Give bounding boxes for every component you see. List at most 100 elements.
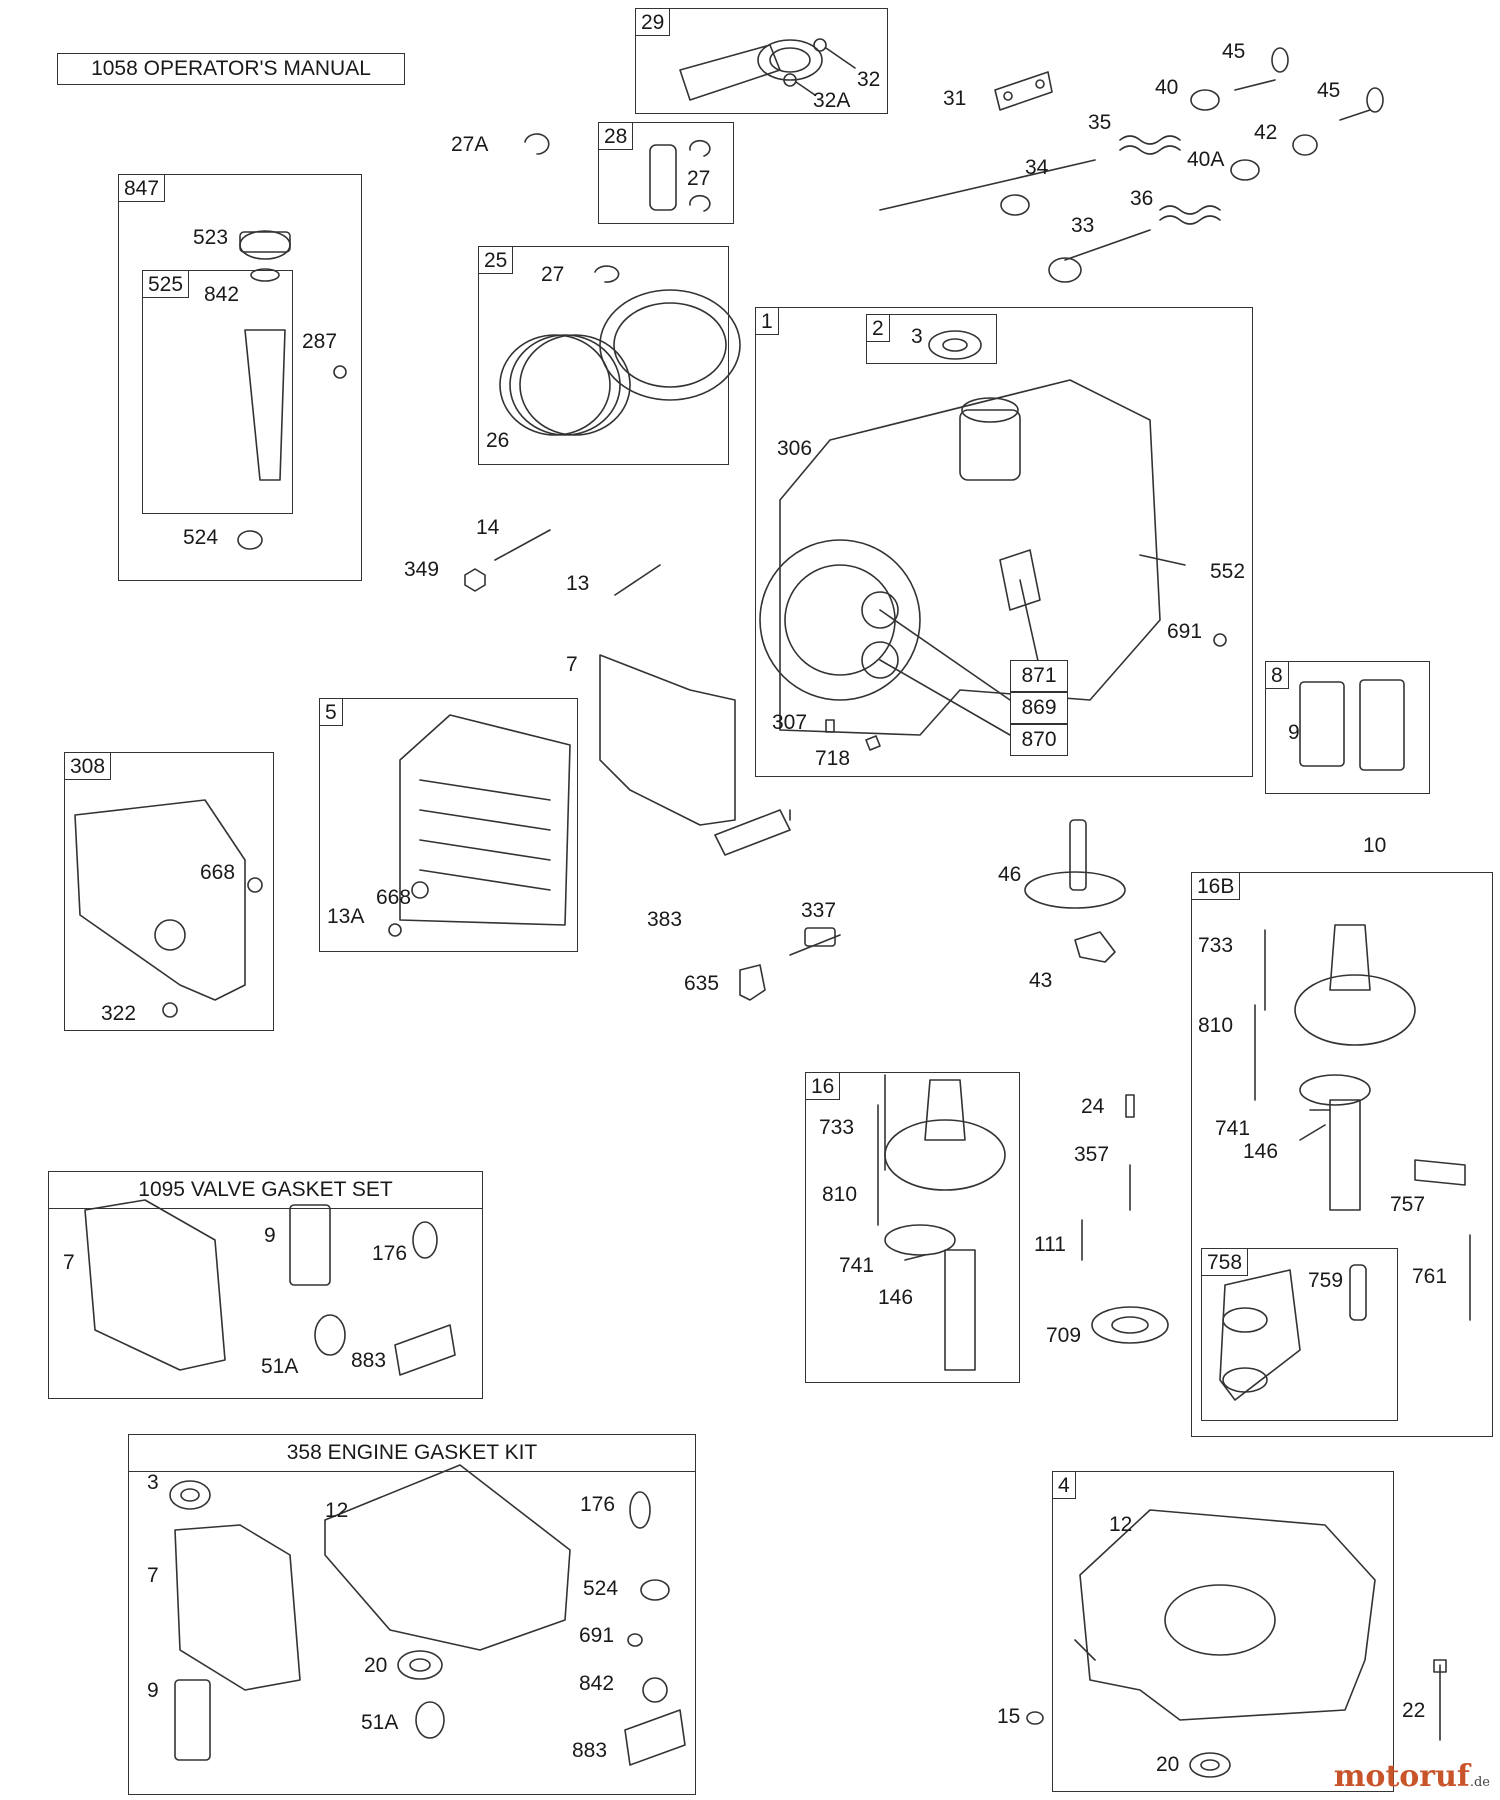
- group-4-tag: 4: [1052, 1471, 1076, 1499]
- part-label-757: 757: [1390, 1193, 1426, 1216]
- crankcase-drawing: [759, 330, 1227, 751]
- group-758: 758: [1201, 1248, 1398, 1421]
- part-label-668: 668: [376, 886, 412, 909]
- oil-pump-drawing: [1219, 1269, 1301, 1401]
- sump-label-12: 12: [1109, 1513, 1133, 1536]
- part-label-810: 810: [1198, 1014, 1234, 1037]
- part-label-383: 383: [647, 908, 683, 931]
- part-label-40A: 40A: [1187, 148, 1225, 171]
- part-label-46: 46: [998, 863, 1022, 886]
- group-25: 25: [478, 246, 729, 465]
- camshaft-drawing: [1024, 819, 1126, 963]
- part-label-307: 307: [772, 711, 808, 734]
- group-25-tag: 25: [478, 246, 514, 274]
- part-label-45: 45: [1222, 40, 1246, 63]
- engine-gasket-kit-title: 358 ENGINE GASKET KIT: [129, 1435, 695, 1472]
- part-label-523: 523: [193, 226, 229, 249]
- vgs-label-9: 9: [264, 1224, 276, 1247]
- key-24-drawing: [1125, 1094, 1135, 1118]
- watermark-suffix: .de: [1469, 1775, 1490, 1790]
- piston-rings-drawing: [499, 265, 741, 436]
- piston-pin-drawing: [649, 144, 677, 211]
- kit-label-20: 20: [364, 1654, 388, 1677]
- part-label-24: 24: [1081, 1095, 1105, 1118]
- group-16: 16: [805, 1072, 1020, 1383]
- part-label-635: 635: [684, 972, 720, 995]
- group-8: 8: [1265, 661, 1430, 794]
- kit-label-176: 176: [580, 1493, 616, 1516]
- callout-870: 870: [1010, 724, 1068, 756]
- ignition-coil-drawing: [714, 809, 791, 856]
- watermark-name: motoruf: [1333, 1759, 1470, 1794]
- kit-label-9: 9: [147, 1679, 159, 1702]
- stud-14-drawing: [494, 529, 551, 561]
- valve-gasket-set-box: 1095 VALVE GASKET SET: [48, 1171, 483, 1399]
- kit-label-7: 7: [147, 1564, 159, 1587]
- kit-label-12: 12: [325, 1499, 349, 1522]
- sump-label-22: 22: [1402, 1699, 1426, 1722]
- shield-plate-drawing: [74, 799, 263, 1018]
- part-label-709: 709: [1046, 1324, 1082, 1347]
- operators-manual-label: 1058 OPERATOR'S MANUAL: [57, 53, 405, 85]
- group-16B-tag: 16B: [1191, 872, 1241, 900]
- cylinder-head-drawing: [388, 714, 571, 937]
- part-label-759: 759: [1308, 1269, 1344, 1292]
- part-label-524: 524: [183, 526, 219, 549]
- crankshaft-16B-drawing: [1254, 924, 1471, 1321]
- rocker-plate-drawing: [994, 71, 1053, 111]
- group-847-tag: 847: [118, 174, 166, 202]
- part-label-741: 741: [839, 1254, 875, 1277]
- callout-869: 869: [1010, 692, 1068, 724]
- part-label-14: 14: [476, 516, 500, 539]
- part-label-146: 146: [878, 1286, 914, 1309]
- group-5: 5: [319, 698, 578, 952]
- spark-plug-drawing: [789, 934, 841, 956]
- group-2: 2: [866, 314, 997, 364]
- part-label-357: 357: [1074, 1143, 1110, 1166]
- part-label-668: 668: [200, 861, 236, 884]
- seal-709-drawing: [1091, 1306, 1169, 1344]
- part-label-27A: 27A: [451, 133, 489, 156]
- kit-label-3: 3: [147, 1471, 159, 1494]
- group-2-tag: 2: [866, 314, 890, 342]
- connecting-rod-drawing: [679, 38, 856, 101]
- part-label-718: 718: [815, 747, 851, 770]
- part-label-337: 337: [801, 899, 837, 922]
- sump-label-20: 20: [1156, 1753, 1180, 1776]
- part-label-34: 34: [1025, 156, 1049, 179]
- clip-27A-drawing: [524, 133, 550, 155]
- group-29-tag: 29: [635, 8, 671, 36]
- part-label-7: 7: [566, 653, 578, 676]
- part-label-111: 111: [1034, 1233, 1066, 1256]
- kit-label-842: 842: [579, 1672, 615, 1695]
- vgs-label-883: 883: [351, 1349, 387, 1372]
- spark-plug-boot-drawing: [739, 964, 766, 1001]
- part-label-43: 43: [1029, 969, 1053, 992]
- valve-train-drawing: [879, 47, 1384, 283]
- part-label-40: 40: [1155, 76, 1179, 99]
- part-label-741: 741: [1215, 1117, 1251, 1140]
- part-label-27: 27: [687, 167, 711, 190]
- dipstick-drawing: [237, 230, 347, 550]
- group-758-tag: 758: [1201, 1248, 1249, 1276]
- group-29: 29: [635, 8, 888, 114]
- bolt-13-drawing: [614, 564, 661, 596]
- part-label-306: 306: [777, 437, 813, 460]
- part-label-349: 349: [404, 558, 440, 581]
- group-308: 308: [64, 752, 274, 1031]
- kit-label-524: 524: [583, 1577, 619, 1600]
- group-28-tag: 28: [598, 122, 634, 150]
- part-label-842: 842: [204, 283, 240, 306]
- part-label-35: 35: [1088, 111, 1112, 134]
- part-label-552: 552: [1210, 560, 1246, 583]
- valve-gasket-set-drawing: [84, 1199, 456, 1376]
- part-label-146: 146: [1243, 1140, 1279, 1163]
- part-label-27: 27: [541, 263, 565, 286]
- part-label-33: 33: [1071, 214, 1095, 237]
- sump-label-15: 15: [997, 1705, 1021, 1728]
- part-label-26: 26: [486, 429, 510, 452]
- group-525: 525: [142, 270, 293, 514]
- group-4: 4: [1052, 1471, 1394, 1792]
